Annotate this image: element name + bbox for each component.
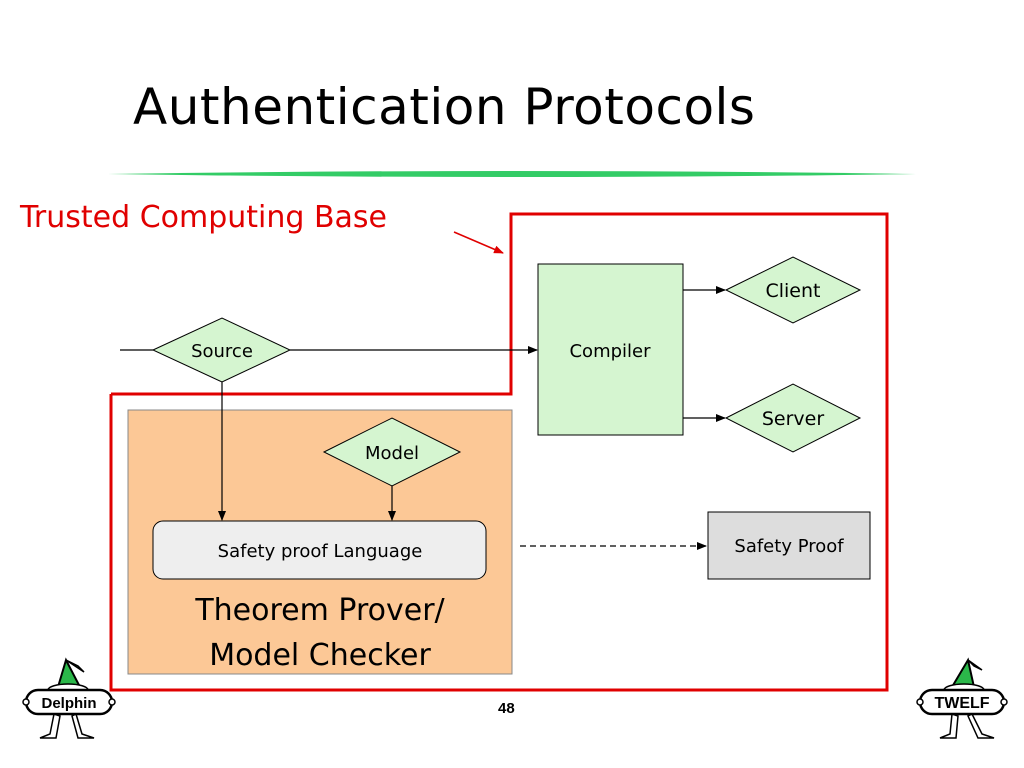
client-label: Client bbox=[765, 280, 820, 302]
client-node bbox=[724, 256, 862, 324]
compiler-node bbox=[537, 263, 684, 436]
delphin-logo: Delphin bbox=[22, 657, 116, 739]
model-node bbox=[322, 417, 462, 487]
tcb-label: Trusted Computing Base bbox=[20, 200, 388, 235]
twelf-logo: TWELF bbox=[916, 657, 1008, 739]
twelf-logo-text: TWELF bbox=[934, 695, 989, 712]
model-label: Model bbox=[365, 443, 419, 464]
page-number: 48 bbox=[498, 700, 515, 717]
tcb-pointer-arrow bbox=[453, 231, 504, 254]
safety-proof-language-node bbox=[152, 520, 487, 580]
safety-proof-language-label: Safety proof Language bbox=[218, 541, 423, 562]
safety-proof-label: Safety Proof bbox=[734, 536, 844, 557]
server-label: Server bbox=[762, 408, 824, 430]
theorem-prover-label-line2: Model Checker bbox=[209, 638, 431, 673]
compiler-label: Compiler bbox=[569, 341, 651, 362]
slide-title: Authentication Protocols bbox=[133, 78, 756, 136]
server-node bbox=[724, 383, 862, 453]
delphin-logo-text: Delphin bbox=[42, 695, 97, 712]
source-node bbox=[151, 317, 292, 383]
theorem-prover-label-line1: Theorem Prover/ bbox=[194, 593, 445, 628]
safety-proof-node bbox=[707, 511, 871, 580]
tcb-boundary bbox=[109, 212, 889, 692]
source-label: Source bbox=[191, 341, 253, 362]
title-rule bbox=[108, 171, 916, 177]
